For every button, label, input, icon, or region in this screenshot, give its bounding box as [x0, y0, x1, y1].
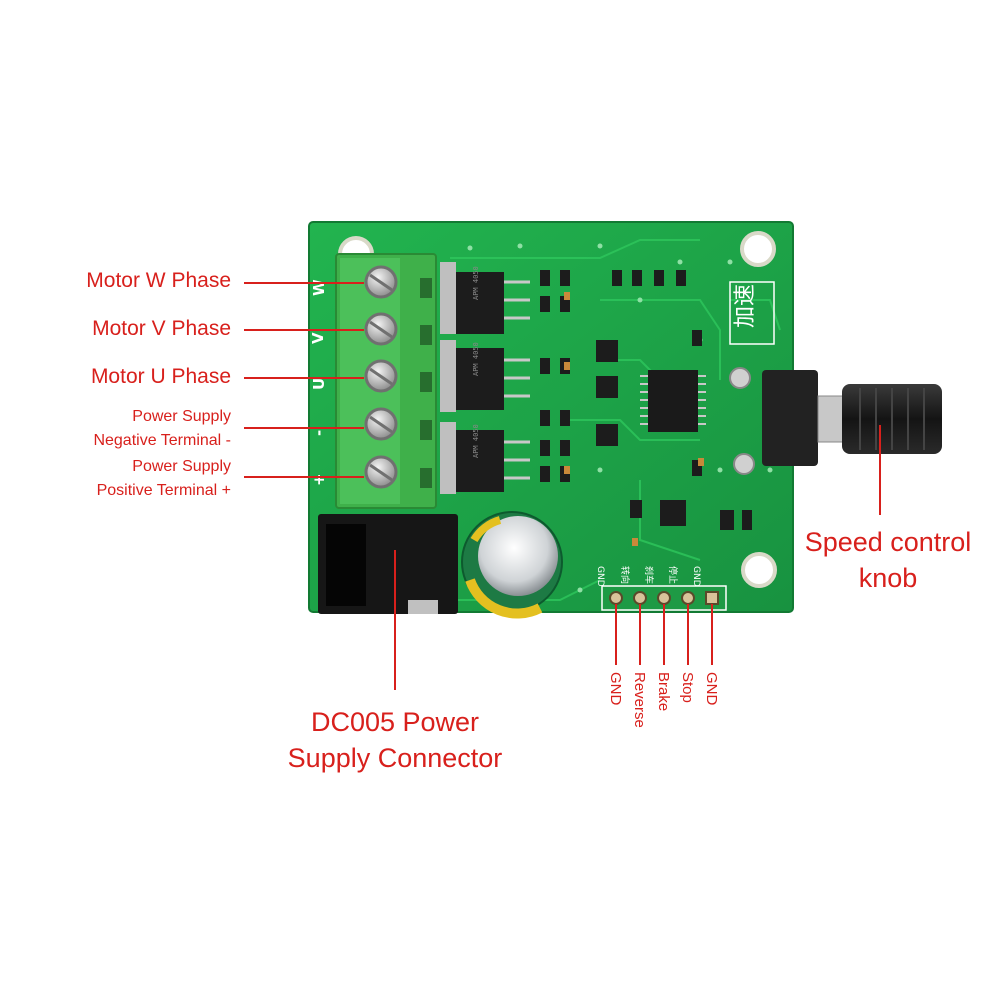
label-pin-stop: Stop	[679, 672, 696, 703]
smd-components	[540, 270, 752, 530]
header-silk-reverse: 转向	[619, 566, 631, 584]
mosfet-2-marking: APM 4050	[472, 342, 480, 376]
mosfets: APM 4050 APM 4050 APM 4050	[440, 262, 530, 494]
callout-lines	[244, 282, 881, 690]
header-silk-stop: 停止	[667, 566, 679, 584]
mosfet-1-marking: APM 4050	[472, 266, 480, 300]
terminal-block	[335, 253, 437, 509]
label-speed-knob: Speed control knob	[793, 524, 983, 596]
silk-w: W	[310, 279, 328, 296]
electrolytic-capacitor	[461, 511, 563, 619]
label-pin-gnd1: GND	[607, 672, 624, 706]
label-positive-line1: Power Supply	[132, 458, 231, 475]
label-negative-terminal: Power Supply Negative Terminal -	[93, 405, 231, 453]
label-pin-brake: Brake	[655, 672, 672, 712]
label-motor-w: Motor W Phase	[86, 269, 231, 292]
label-negative-line2: Negative Terminal -	[93, 432, 231, 449]
label-dc-line2: Supply Connector	[287, 743, 503, 773]
label-speed-line2: knob	[858, 563, 918, 593]
header-silk-brake: 刹车	[643, 566, 655, 584]
silk-v: V	[309, 332, 327, 344]
label-motor-v: Motor V Phase	[92, 317, 231, 340]
controller-ic	[640, 370, 706, 432]
label-dc-connector: DC005 Power Supply Connector	[265, 704, 525, 776]
label-dc-line1: DC005 Power	[310, 707, 480, 737]
label-positive-terminal: Power Supply Positive Terminal +	[97, 455, 231, 503]
label-positive-line2: Positive Terminal +	[96, 482, 231, 499]
silk-u: U	[310, 378, 328, 390]
silk-minus: -	[310, 430, 328, 436]
label-pin-reverse: Reverse	[631, 672, 648, 728]
label-negative-line1: Power Supply	[132, 408, 231, 425]
mosfet-3-marking: APM 4050	[472, 424, 480, 458]
label-pin-gnd2: GND	[703, 672, 720, 706]
speed-potentiometer	[729, 367, 942, 475]
label-speed-line1: Speed control	[804, 527, 972, 557]
header-silk-gnd1: GND	[595, 566, 605, 587]
label-motor-u: Motor U Phase	[90, 365, 231, 388]
dc-jack	[318, 514, 458, 614]
silk-plus: +	[310, 473, 328, 486]
header-silk-gnd2: GND	[691, 566, 701, 587]
silk-speed-text: 加速	[733, 284, 758, 328]
pin-header: GND 转向 刹车 停止 GND	[595, 566, 727, 611]
